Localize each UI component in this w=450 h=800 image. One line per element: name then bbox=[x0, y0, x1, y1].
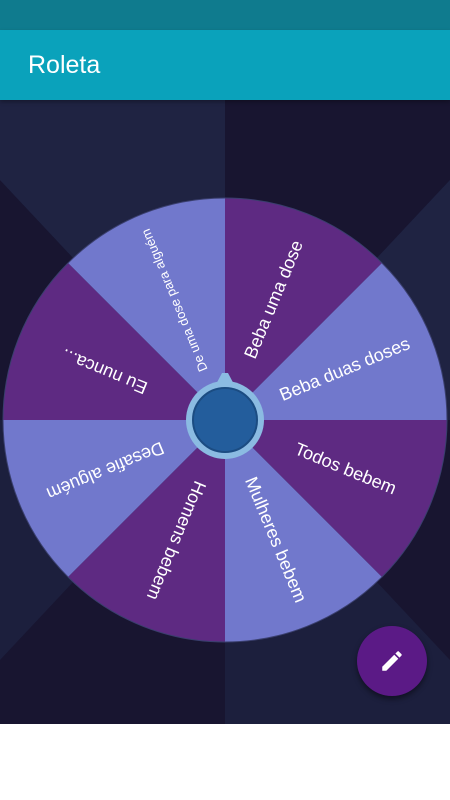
app-bar: Roleta bbox=[0, 30, 450, 100]
wheel-segment bbox=[225, 420, 447, 577]
pencil-icon bbox=[382, 651, 402, 671]
bottom-area bbox=[0, 724, 450, 800]
wheel-rim bbox=[2, 197, 448, 643]
wheel-segment bbox=[225, 420, 382, 642]
status-bar bbox=[0, 0, 450, 30]
wheel-segment bbox=[225, 198, 382, 420]
wheel-segment bbox=[3, 263, 225, 420]
wheel-segment bbox=[68, 420, 225, 642]
wheel-segment bbox=[2, 420, 225, 577]
wheel-segment bbox=[225, 263, 447, 420]
edit-fab[interactable] bbox=[357, 626, 427, 696]
app-title: Roleta bbox=[28, 51, 101, 79]
spin-button[interactable] bbox=[192, 387, 258, 453]
wheel-segment bbox=[68, 198, 225, 420]
